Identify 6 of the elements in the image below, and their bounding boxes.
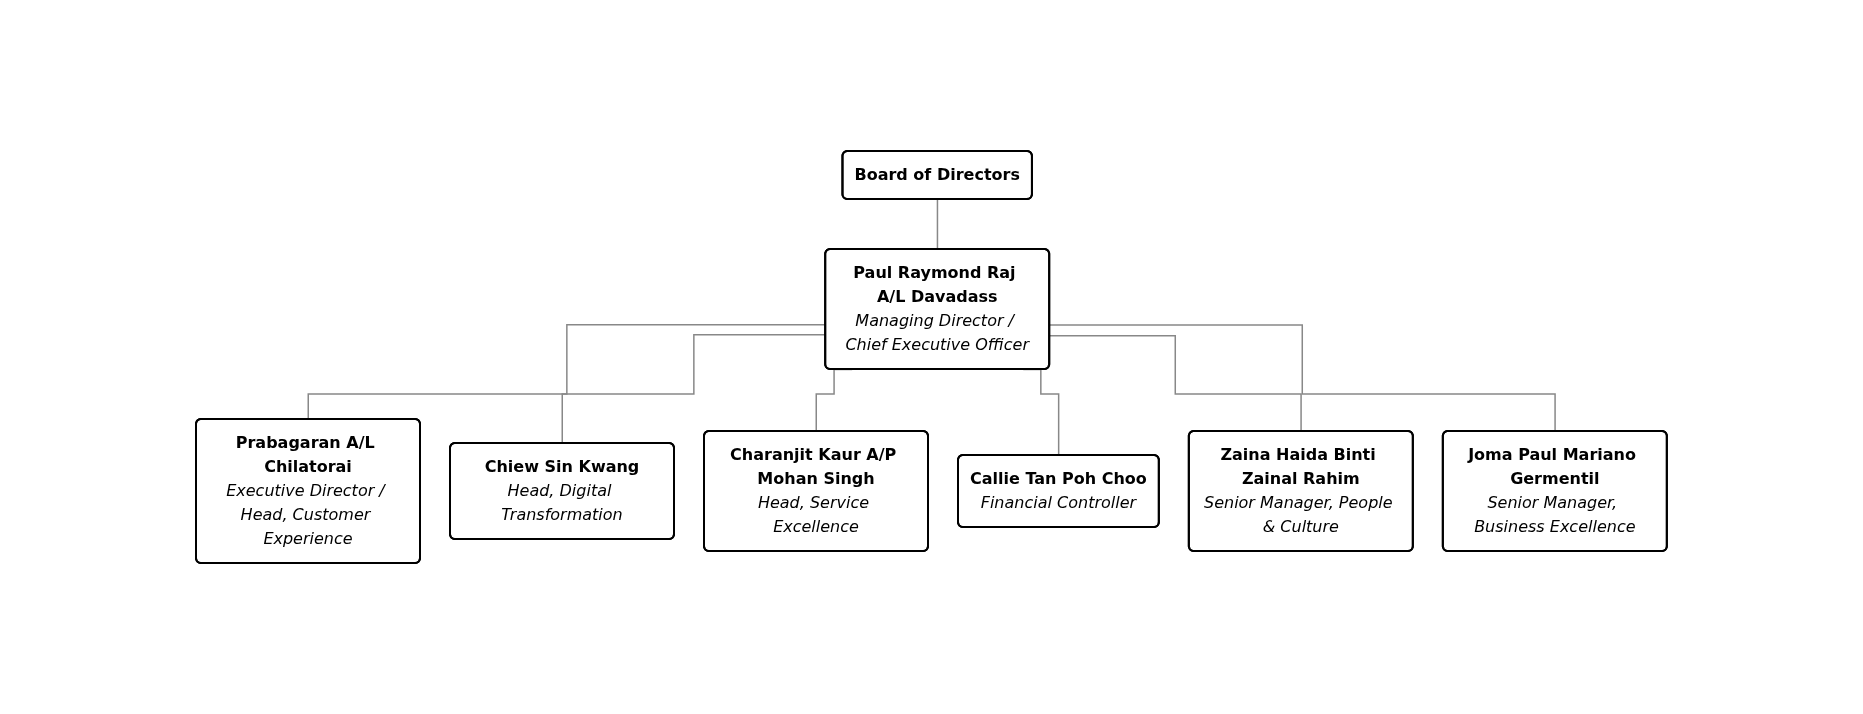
node-text: Charanjit Kaur A/P Mohan Singh Head, Service Excellence bbox=[730, 445, 897, 536]
connector bbox=[1049, 334, 1303, 433]
connector bbox=[1049, 324, 1557, 433]
node-text: Chiew Sin Kwang Head, Digital Transformation bbox=[484, 457, 640, 524]
connector bbox=[936, 198, 939, 251]
node-text: Prabagaran A/L Chilatorai Executive Director / Head, Customer Experience bbox=[226, 433, 385, 548]
